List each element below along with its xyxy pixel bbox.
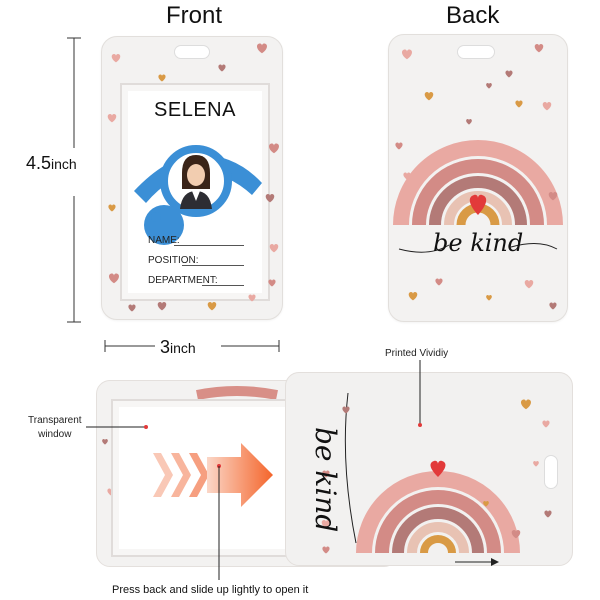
open-lanyard-slot [544, 455, 558, 489]
heart-icon [549, 302, 557, 310]
heart-icon [265, 194, 275, 203]
printed-callout-label: Printed Vividiy [385, 348, 449, 359]
heart-icon [402, 49, 412, 60]
heart-icon [505, 70, 513, 78]
heart-icon [395, 142, 403, 150]
heart-icon [534, 44, 544, 53]
heart-icon [466, 119, 472, 125]
field-name: NAME: [148, 235, 180, 246]
heart-icon [248, 294, 256, 302]
heart-icon [257, 43, 267, 54]
heart-icon [107, 114, 117, 123]
be-kind-text: be kind [433, 229, 524, 257]
heart-icon [269, 143, 279, 154]
height-dimension-line [67, 37, 81, 323]
heart-icon [108, 204, 116, 212]
back-card: be kind [388, 34, 568, 322]
transparent-callout-label: Transparent window [28, 415, 82, 440]
heart-icon [533, 461, 539, 467]
field-department-line [202, 285, 244, 286]
field-position: POSITION: [148, 255, 199, 266]
open-be-kind-text: be kind [309, 427, 342, 533]
open-transparent-window [111, 399, 295, 557]
heart-icon [486, 295, 492, 301]
heart-icon [207, 302, 217, 311]
slide-instruction-label: Press back and slide up lightly to open … [112, 584, 309, 596]
printed-callout-line [418, 360, 422, 427]
width-label: 3inch [160, 337, 196, 357]
heart-icon [321, 520, 331, 529]
heart-icon [158, 74, 166, 82]
heart-icon [322, 546, 330, 554]
heart-icon [542, 102, 552, 111]
avatar [134, 145, 262, 245]
heart-icon [424, 92, 434, 101]
front-hearts [107, 43, 279, 312]
heart-icon [322, 470, 330, 478]
heart-icon [109, 273, 119, 284]
heart-icon [269, 244, 279, 253]
transparent-callout-line [86, 425, 148, 429]
heart-icon [342, 406, 350, 414]
heart-icon [218, 64, 226, 72]
heart-icon [403, 172, 411, 180]
field-position-line [182, 265, 244, 266]
heart-icon [486, 83, 492, 89]
open-back-panel: be kind [285, 372, 573, 566]
front-card: SELENA NAME: POSITION: DEPARTMENT: [101, 36, 283, 320]
heart-icon [408, 292, 418, 301]
heart-icon [435, 278, 443, 286]
heart-icon [128, 304, 136, 312]
heart-icon [521, 399, 531, 410]
heart-icon [157, 302, 167, 311]
heart-icon [524, 280, 534, 289]
back-title: Back [446, 2, 500, 29]
heart-icon [483, 501, 489, 507]
slide-direction-arrow [455, 558, 499, 566]
heart-icon [548, 192, 558, 201]
heart-icon [544, 510, 552, 518]
heart-icon [515, 100, 523, 108]
heart-icon [268, 279, 276, 287]
back-rainbow-art [393, 44, 563, 310]
heart-icon [511, 530, 521, 539]
front-title: Front [166, 2, 223, 29]
field-name-line [174, 245, 244, 246]
back-lanyard-slot [457, 45, 495, 59]
height-label: 4.5inch [26, 153, 77, 173]
heart-icon [111, 54, 121, 63]
id-window: SELENA NAME: POSITION: DEPARTMENT: [120, 83, 270, 301]
open-back-rainbow [321, 392, 552, 554]
width-dimension-line [104, 340, 280, 352]
slide-arrow [153, 443, 273, 507]
slide-callout-line [217, 464, 221, 580]
lanyard-slot [174, 45, 210, 59]
heart-icon [102, 439, 108, 445]
heart-icon [542, 420, 550, 428]
id-name: SELENA [154, 99, 236, 121]
field-department: DEPARTMENT: [148, 275, 218, 286]
